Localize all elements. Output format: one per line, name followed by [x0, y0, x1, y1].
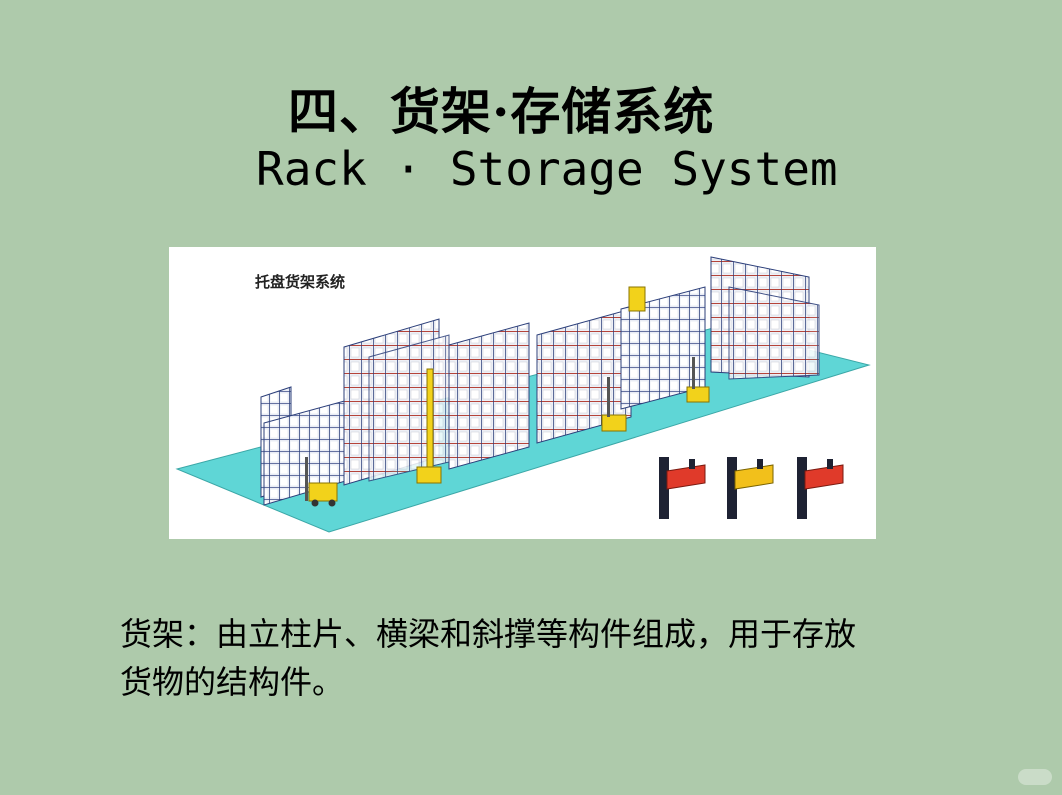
description-line: 货物的结构件。	[120, 663, 345, 701]
rack-beam-connector-icon	[727, 457, 774, 519]
rack-block	[368, 334, 450, 482]
pallet-rack-system-illustration	[175, 256, 871, 533]
rack-beam-connector-icon	[659, 457, 706, 519]
rack-block	[728, 286, 820, 380]
rack-beam-connector-icon	[797, 457, 844, 519]
watermark-badge	[1018, 769, 1052, 785]
forklift-icon	[305, 457, 338, 507]
rack-block	[448, 322, 530, 470]
forklift-icon	[601, 377, 627, 432]
rack-system-figure: 托盘货架系统	[169, 247, 876, 539]
forklift-icon	[686, 357, 710, 403]
figure-label: 托盘货架系统	[255, 273, 346, 291]
description: 货架：由立柱片、横梁和斜撑等构件组成，用于存放 货物的结构件。	[120, 610, 950, 706]
slide-title-english: Rack · Storage System	[256, 142, 838, 196]
description-line: 货架：由立柱片、横梁和斜撑等构件组成，用于存放	[120, 615, 857, 653]
slide-title-chinese: 四、货架·存储系统	[288, 82, 715, 141]
forklift-icon	[628, 286, 646, 312]
forklift-icon	[416, 368, 442, 484]
